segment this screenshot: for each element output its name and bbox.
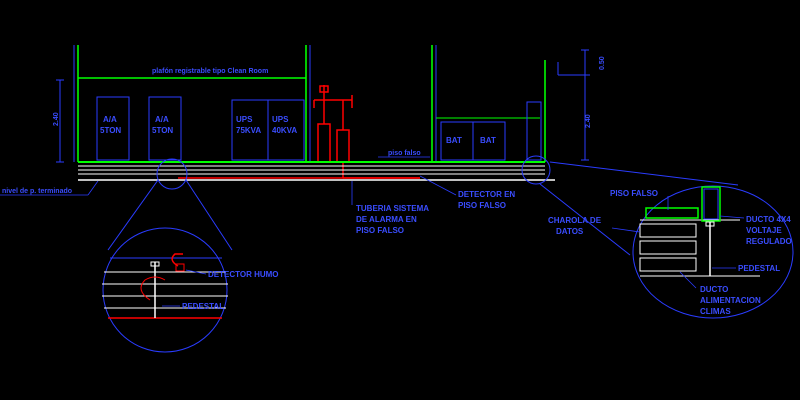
ac-unit-1	[96, 96, 130, 161]
dimension-left	[56, 79, 64, 163]
raised-floor-detail-label: PISO FALSO	[610, 189, 658, 198]
power-duct-label-1: DUCTO	[700, 285, 728, 294]
alarm-pipe-label-2: DE ALARMA EN	[356, 215, 417, 224]
duct-4x4-label-1: DUCTO 4X4	[746, 215, 791, 224]
bat1-label: BAT	[446, 136, 462, 145]
smoke-detector-leader	[185, 269, 207, 275]
ac1-capacity: 5TON	[100, 126, 121, 135]
pedestal-right-label: PEDESTAL	[738, 264, 780, 273]
data-tray-label-1: CHAROLA DE	[548, 216, 602, 225]
power-duct-leader	[679, 271, 697, 289]
ups2-label: UPS	[272, 115, 289, 124]
ac2-capacity: 5TON	[152, 126, 173, 135]
ups2-capacity: 40KVA	[272, 126, 297, 135]
plenum-ceiling	[78, 77, 540, 119]
cabinet-right	[526, 101, 542, 161]
data-tray-label-2: DATOS	[556, 227, 584, 236]
dimension-right-label: 2.40	[585, 114, 592, 128]
power-duct-label-3: CLIMAS	[700, 307, 731, 316]
fire-suppression-system	[313, 85, 420, 179]
raised-floor-label: piso falso	[388, 150, 421, 157]
dimension-right-top-label: 0.50	[599, 56, 606, 70]
detail-right-contents	[639, 186, 760, 277]
alarm-pipe-label-1: TUBERIA SISTEMA	[356, 204, 429, 213]
floor-level-label: nivel de p. terminado	[2, 188, 72, 195]
equipment	[96, 96, 542, 161]
ups-unit-2	[267, 99, 305, 161]
ups1-capacity: 75KVA	[236, 126, 261, 135]
floor-level-leader-2	[87, 180, 99, 196]
duct-4x4-leader	[719, 215, 745, 219]
plenum-label: plafón registrable tipo Clean Room	[152, 68, 268, 75]
ac-unit-2	[148, 96, 182, 161]
detector-floor-label-2: PISO FALSO	[458, 201, 506, 210]
ups1-label: UPS	[236, 115, 253, 124]
detail-callout-left	[102, 158, 233, 353]
detail-callout-right	[521, 155, 794, 319]
battery-2	[472, 121, 506, 161]
pedestal-left-label: PEDESTAL	[182, 302, 224, 311]
wall-thin-lines	[73, 45, 437, 162]
dimension-right	[557, 49, 590, 161]
data-tray-leader	[611, 227, 641, 233]
alarm-pipe-label-3: PISO FALSO	[356, 226, 404, 235]
smoke-detector-label: DETECTOR HUMO	[208, 270, 279, 279]
detector-floor-leader	[419, 175, 457, 196]
ac2-label: A/A	[155, 115, 169, 124]
ac1-label: A/A	[103, 115, 117, 124]
walls	[77, 45, 546, 162]
power-duct-label-2: ALIMENTACION	[700, 296, 761, 305]
dimension-left-label: 2.40	[53, 112, 60, 126]
duct-4x4-label-3: REGULADO	[746, 237, 792, 246]
detail-left-contents	[102, 253, 228, 319]
detector-floor-label-1: DETECTOR EN	[458, 190, 515, 199]
duct-4x4-label-2: VOLTAJE	[746, 226, 782, 235]
bat2-label: BAT	[480, 136, 496, 145]
